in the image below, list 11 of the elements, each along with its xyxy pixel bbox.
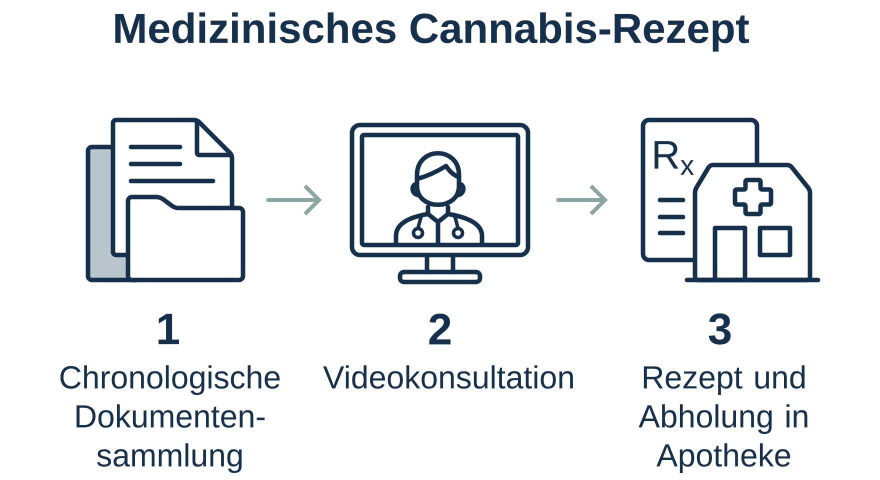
step-label: Rezept und Abholung in Apotheke xyxy=(638,365,808,474)
step-label: Videokonsultation xyxy=(323,365,573,389)
step-number: 1 xyxy=(158,314,180,344)
prescription-pharmacy-icon xyxy=(640,118,820,282)
monitor-doctor-icon xyxy=(350,122,530,284)
title: Medizinisches Cannabis-Rezept xyxy=(115,12,750,52)
step-number: 2 xyxy=(429,314,450,344)
step-number: 3 xyxy=(708,313,731,345)
document-folder-icon xyxy=(86,118,246,282)
rx-symbol: R$_{x}$ xyxy=(654,141,694,175)
step-label: Chronologische Dokumenten- sammlung xyxy=(60,365,280,474)
